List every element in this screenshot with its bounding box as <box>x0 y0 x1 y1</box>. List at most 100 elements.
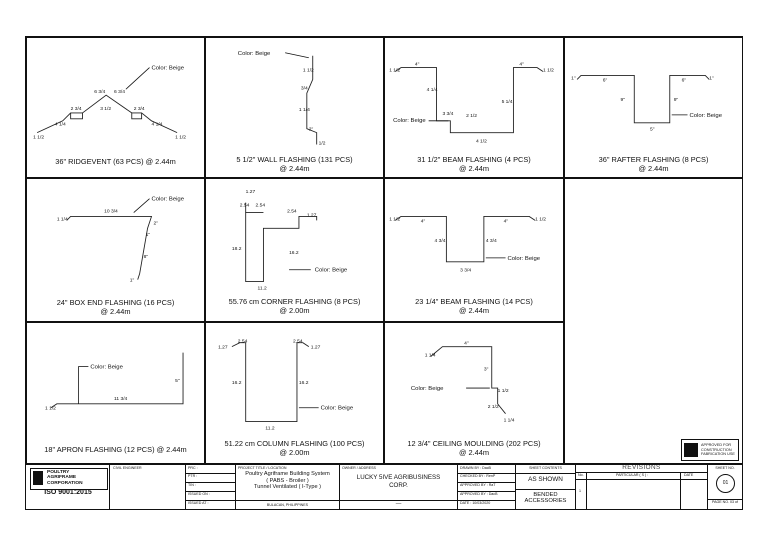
ridgevent-dim-1: 6 3/4 <box>114 89 125 95</box>
beam23-color-label: Color: Beige <box>508 256 541 262</box>
revisions-cell: REVISIONS No. PARTICULAR ( S ) : DATE 1 <box>576 465 708 509</box>
ridgevent-color-label: Color: Beige <box>151 66 184 72</box>
sheet-number: 01 <box>716 474 735 493</box>
ceiling-moulding-drawing: Color: Beige 1 1/4 4" 3" 1 1/2 2 1/2 1 1… <box>411 341 515 424</box>
corner-dim-2: 2.54 <box>256 203 266 209</box>
beam23-caption-2: @ 2.44m <box>458 306 490 315</box>
bended-line-1: BENDED <box>533 492 558 498</box>
wall-flashing-dim-3: 2" <box>309 127 314 133</box>
box-end-dim-5: 1" <box>130 278 135 284</box>
rev-particulars-header: PARTICULAR ( S ) : <box>616 473 649 477</box>
column-flashing-drawing: Color: Beige 1.27 2.54 2.54 1.27 16.2 16… <box>218 339 354 432</box>
beam31-dim-7: 4" <box>519 62 524 68</box>
apron-dim-0: 1 1/2 <box>45 406 56 412</box>
beam23-dim-6: 1 1/2 <box>535 216 546 222</box>
box-end-caption-2: @ 2.44m <box>100 307 131 316</box>
beam23-dim-1: 4" <box>421 218 426 224</box>
rafter-caption-2: @ 2.44m <box>638 164 669 173</box>
corner-flashing-drawing: Color: Beige 1.27 2.54 2.54 2.54 1.27 18… <box>232 189 348 292</box>
ridgevent-dim-4: 2 3/4 <box>134 106 145 112</box>
beam23-dim-4: 4 3/4 <box>486 238 497 244</box>
panel-rafter-flashing: Color: Beige 1" 6" 9" 5" 9" 6" 1" 36" RA… <box>564 37 743 178</box>
beam31-dim-0: 1 1/2 <box>389 68 400 74</box>
rafter-dim-3: 5" <box>650 127 655 133</box>
column-caption-1: 51.22 cm COLUMN FLASHING (100 PCS) <box>224 439 365 448</box>
rev-no-header: No. <box>578 473 584 477</box>
wall-flashing-drawing: Color: Beige 1 1/2 3/4 1 1/4 2" 1/2 <box>238 51 326 147</box>
box-end-drawing: Color: Beige 1 1/4 10 3/4 2" 1" 8" 1" <box>57 197 185 284</box>
box-end-dim-1: 10 3/4 <box>104 209 118 215</box>
panel-beam-flashing-31: Color: Beige 1 1/2 4" 4 1/4 3 3/4 2 1/2 … <box>384 37 564 178</box>
apron-dim-2: 5" <box>175 378 180 384</box>
wall-flashing-color-label: Color: Beige <box>238 51 271 57</box>
ridgevent-dim-6: 4 1/4 <box>151 122 162 128</box>
wall-flashing-caption-1: 5 1/2" WALL FLASHING (131 PCS) <box>236 155 353 164</box>
panel-column-flashing: Color: Beige 1.27 2.54 2.54 1.27 16.2 16… <box>205 322 384 464</box>
company-name-2: AGRIFRAME <box>47 475 77 481</box>
ceiling-dim-1: 4" <box>464 341 469 347</box>
ridgevent-dim-8: 1 1/2 <box>175 135 186 141</box>
credentials-cell: PRC : PTR : TIN : ISSUED ON : ISSUED AT … <box>186 465 236 509</box>
stamp-line-2: CONSTRUCTION <box>701 447 732 452</box>
iso-label: ISO 9001:2015 <box>44 489 92 496</box>
column-dim-4: 16.2 <box>232 380 242 386</box>
box-end-caption-1: 24" BOX END FLASHING (16 PCS) <box>56 298 175 307</box>
beam31-dim-3: 3 3/4 <box>442 111 453 117</box>
apron-dim-1: 11 3/4 <box>114 396 128 402</box>
beam31-caption-1: 31 1/2" BEAM FLASHING (4 PCS) <box>417 155 531 164</box>
rev-date-header: DATE <box>684 473 694 477</box>
column-dim-0: 1.27 <box>218 345 228 351</box>
box-end-dim-0: 1 1/4 <box>57 216 68 222</box>
approved-by-2: APPROVED BY : DacB <box>460 492 498 496</box>
beam-flashing-31-drawing: Color: Beige 1 1/2 4" 4 1/4 3 3/4 2 1/2 … <box>389 62 554 145</box>
rafter-dim-2: 9" <box>620 97 625 103</box>
panel-apron: Color: Beige 1 1/2 11 3/4 5" 18" APRON F… <box>26 322 205 464</box>
project-cell: PROJECT TITLE / LOCATION Poultry Agrifra… <box>236 465 340 509</box>
ridgevent-drawing: 6 3/4 6 3/4 2 3/4 3 1/2 2 3/4 4 1/4 4 1/… <box>33 66 186 141</box>
revisions-label: REVISIONS <box>622 465 661 471</box>
rafter-dim-6: 1" <box>709 75 714 81</box>
company-name-3: CORPORATION <box>47 480 83 486</box>
ridgevent-dim-3: 3 1/2 <box>100 106 111 112</box>
company-logo: POULTRY AGRIFRAME CORPORATION <box>30 468 108 490</box>
issued-on-label: ISSUED ON : <box>188 492 210 496</box>
ceiling-dim-5: 1 1/4 <box>504 418 515 424</box>
ridgevent-dim-5: 4 1/4 <box>55 122 66 128</box>
panel-corner-flashing: Color: Beige 1.27 2.54 2.54 2.54 1.27 18… <box>205 178 384 322</box>
company-logo-cell: POULTRY AGRIFRAME CORPORATION ISO 9001:2… <box>26 465 110 509</box>
box-end-color-label: Color: Beige <box>151 197 184 203</box>
sheet-contents-cell: SHEET CONTENTS AS SHOWN BENDED ACCESSORI… <box>516 465 576 509</box>
project-line-3: Tunnel Ventilated ( I-Type ) <box>254 484 321 491</box>
rafter-dim-0: 1" <box>571 75 576 81</box>
column-dim-1: 2.54 <box>238 339 248 345</box>
title-block: POULTRY AGRIFRAME CORPORATION ISO 9001:2… <box>25 464 743 510</box>
beam31-color-label: Color: Beige <box>393 118 426 124</box>
ceiling-caption-1: 12 3/4" CEILING MOULDING (202 PCS) <box>407 439 541 448</box>
project-line-1: Poultry Agriframe Building System <box>245 471 330 478</box>
owner-name-1: LUCKY 5IVE AGRIBUSINESS <box>356 474 441 482</box>
rafter-dim-5: 6" <box>682 77 687 83</box>
ceiling-dim-0: 1 1/4 <box>425 353 436 359</box>
box-end-dim-2: 2" <box>153 220 158 226</box>
as-shown: AS SHOWN <box>528 476 563 483</box>
beam23-dim-2: 4 3/4 <box>435 238 446 244</box>
drawn-by: DRAWN BY : DacB <box>460 466 491 470</box>
panel-ceiling-moulding: Color: Beige 1 1/4 4" 3" 1 1/2 2 1/2 1 1… <box>384 322 564 464</box>
checked-by: CHECKED BY : RenP <box>460 474 496 478</box>
rafter-caption-1: 36" RAFTER FLASHING (8 PCS) <box>598 155 709 164</box>
corner-caption-1: 55.76 cm CORNER FLASHING (8 PCS) <box>228 297 361 306</box>
column-dim-3: 1.27 <box>311 345 321 351</box>
beam31-dim-2: 4 1/4 <box>427 87 438 93</box>
owner-label: OWNER / ADDRESS <box>342 466 376 470</box>
apron-caption: 18" APRON FLASHING (12 PCS) @ 2.44m <box>44 445 187 454</box>
stamp-line-1: APPROVED FOR <box>701 443 732 447</box>
corner-dim-4: 1.27 <box>307 212 317 218</box>
wall-flashing-dim-2: 1 1/4 <box>299 107 310 113</box>
box-end-dim-4: 8" <box>144 254 149 260</box>
beam31-dim-6: 4 1/2 <box>476 138 487 144</box>
approved-by: APPROVED BY : RaT <box>460 483 496 487</box>
approval-stamp: APPROVED FOR CONSTRUCTION FABRICATION US… <box>681 439 739 461</box>
page-number: PAGE NO. 03 of <box>711 500 739 504</box>
project-location: BULACAN, PHILIPPINES <box>266 503 309 507</box>
corner-dim-7: 11.2 <box>258 285 267 291</box>
